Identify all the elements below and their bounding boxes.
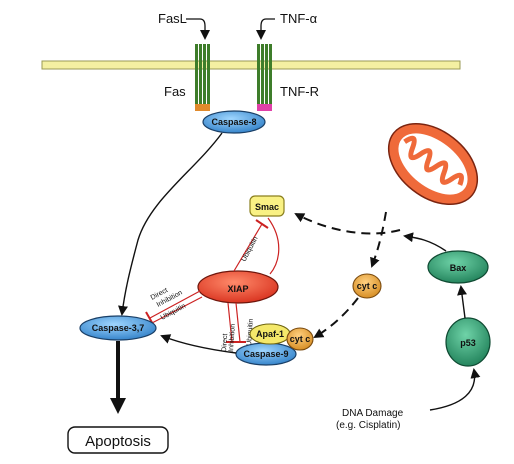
dna-damage-to-p53-arrow bbox=[429, 368, 481, 411]
fas-label: Fas bbox=[164, 84, 186, 99]
ubiquitin-smac-label: Ubiquitin bbox=[241, 236, 260, 263]
apoptosis-label: Apoptosis bbox=[85, 433, 151, 450]
xiap-to-caspase37-inhibit bbox=[149, 290, 201, 319]
mito-to-smac-arrow bbox=[294, 213, 401, 235]
smac-label: Smac bbox=[255, 202, 279, 212]
fas-receptor bbox=[195, 44, 210, 111]
direct-inhibition-c9-line2: Inhibition bbox=[228, 324, 237, 353]
cell-membrane bbox=[41, 60, 461, 70]
apoptosis-box bbox=[67, 426, 169, 454]
cytc-free-label: cyt c bbox=[357, 281, 378, 291]
fasl-label: FasL bbox=[158, 11, 187, 26]
smac-ubiquitin-line bbox=[267, 217, 280, 275]
cytc-free-node bbox=[352, 273, 382, 299]
caspase8-to-caspase37-arrow bbox=[118, 132, 223, 316]
apaf-1-label: Apaf-1 bbox=[256, 329, 284, 339]
direct-inhibition-c9-line1: Direct bbox=[221, 333, 229, 352]
caspase-8-label: Caspase-8 bbox=[211, 117, 256, 127]
mitochondrion bbox=[387, 122, 479, 206]
smac-node bbox=[249, 195, 285, 217]
tnf-label: TNF-α bbox=[280, 11, 318, 26]
cisplatin-label: (e.g. Cisplatin) bbox=[336, 420, 400, 431]
mito-to-cytc-arrow bbox=[370, 211, 387, 268]
p53-to-bax-arrow bbox=[457, 285, 467, 319]
tnf-receptor bbox=[257, 44, 272, 111]
caspase9-to-caspase37-arrow bbox=[160, 334, 237, 354]
xiap-to-caspase9-inhibit bbox=[227, 302, 233, 343]
dna-damage-label: DNA Damage bbox=[342, 408, 404, 419]
bax-node bbox=[427, 250, 489, 284]
p53-node bbox=[445, 317, 491, 367]
tnf-arrow bbox=[256, 18, 275, 40]
bax-label: Bax bbox=[450, 263, 467, 273]
xiap-to-caspase9-inhibit-2 bbox=[235, 302, 241, 343]
xiap-label: XIAP bbox=[227, 284, 248, 294]
caspase-8-node bbox=[202, 110, 266, 134]
smac-inhibit-bar bbox=[255, 219, 269, 229]
cytc-bound-label: cyt c bbox=[290, 334, 311, 344]
caspase-37-node bbox=[79, 315, 157, 341]
xiap-node bbox=[197, 270, 279, 304]
bax-to-mito-arrow bbox=[403, 232, 447, 252]
caspase-9-label: Caspase-9 bbox=[243, 349, 288, 359]
tnfr-label: TNF-R bbox=[280, 84, 319, 99]
fasl-arrow bbox=[186, 18, 210, 40]
xiap-to-caspase37-inhibit-2 bbox=[151, 296, 203, 324]
p53-label: p53 bbox=[460, 338, 476, 348]
caspase-37-label: Caspase-3,7 bbox=[92, 323, 145, 333]
cytc-bound-node bbox=[286, 327, 314, 351]
cytc-to-complex-arrow bbox=[313, 297, 359, 339]
xiap-to-smac-inhibit bbox=[233, 223, 263, 272]
